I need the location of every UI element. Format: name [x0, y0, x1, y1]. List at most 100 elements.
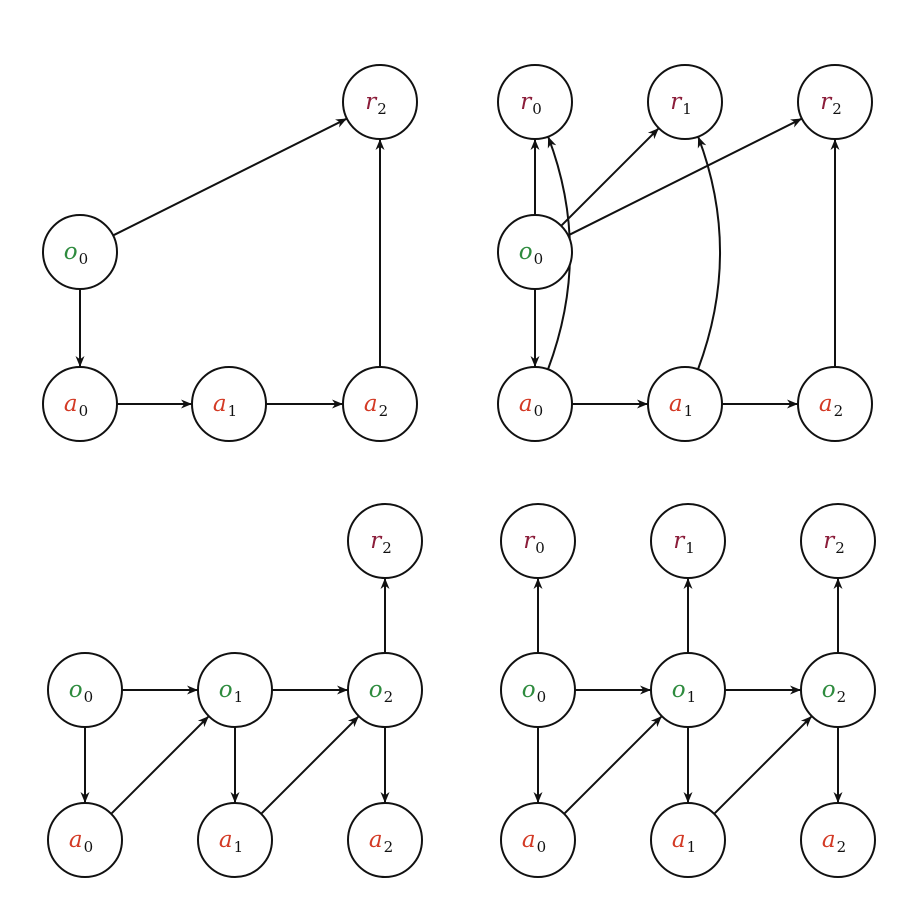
node-label-o0: o0 — [522, 677, 546, 706]
node-label-a1: a1 — [669, 391, 693, 420]
node-circle — [497, 366, 573, 442]
node-circle — [647, 64, 723, 140]
node-letter: o — [822, 677, 836, 703]
node-r2: r2 — [797, 64, 873, 140]
node-label-a1: a1 — [213, 391, 237, 420]
node-letter: a — [64, 391, 78, 417]
edge-a1-to-o2 — [713, 715, 813, 815]
node-circle — [342, 64, 418, 140]
edges — [80, 578, 390, 815]
node-o2: o2 — [800, 652, 876, 728]
node-circle — [42, 366, 118, 442]
node-letter: r — [365, 89, 378, 115]
node-o0: o0 — [42, 214, 118, 290]
node-label-o0: o0 — [64, 239, 88, 268]
node-circle — [342, 366, 418, 442]
node-circle — [800, 503, 876, 579]
node-r0: r0 — [497, 64, 573, 140]
edge-o0-to-r2 — [567, 117, 803, 237]
node-circle — [191, 366, 267, 442]
edges — [533, 578, 843, 815]
node-label-r1: r1 — [670, 89, 692, 118]
node-circle — [800, 802, 876, 878]
node-subscript: 0 — [532, 100, 542, 118]
edges — [530, 117, 840, 409]
node-letter: a — [364, 391, 378, 417]
node-letter: a — [69, 827, 83, 853]
node-a1: a1 — [197, 802, 273, 878]
node-a2: a2 — [347, 802, 423, 878]
node-letter: r — [820, 89, 833, 115]
node-letter: o — [522, 677, 536, 703]
node-circle — [42, 214, 118, 290]
node-subscript: 2 — [837, 838, 847, 856]
node-label-a1: a1 — [672, 827, 696, 856]
node-subscript: 2 — [837, 688, 847, 706]
node-r2: r2 — [800, 503, 876, 579]
node-subscript: 0 — [79, 250, 89, 268]
node-subscript: 0 — [84, 688, 94, 706]
node-circle — [647, 366, 723, 442]
node-subscript: 1 — [685, 539, 695, 557]
node-r2: r2 — [342, 64, 418, 140]
node-letter: r — [673, 528, 686, 554]
node-a1: a1 — [191, 366, 267, 442]
node-subscript: 2 — [835, 539, 845, 557]
node-o0: o0 — [47, 652, 123, 728]
node-letter: o — [369, 677, 383, 703]
node-subscript: 1 — [234, 688, 244, 706]
node-letter: r — [370, 528, 383, 554]
node-subscript: 0 — [79, 402, 89, 420]
node-letter: o — [69, 677, 83, 703]
node-r1: r1 — [650, 503, 726, 579]
node-circle — [197, 652, 273, 728]
node-letter: o — [519, 239, 533, 265]
node-label-r2: r2 — [823, 528, 845, 557]
node-a1: a1 — [650, 802, 726, 878]
node-subscript: 0 — [534, 250, 544, 268]
node-subscript: 1 — [228, 402, 238, 420]
node-subscript: 2 — [834, 402, 844, 420]
node-label-o2: o2 — [369, 677, 393, 706]
edge-a0-to-o1 — [110, 715, 210, 815]
node-label-a2: a2 — [369, 827, 393, 856]
node-subscript: 0 — [535, 539, 545, 557]
edge-o0-to-r2 — [112, 117, 348, 237]
node-o0: o0 — [500, 652, 576, 728]
node-subscript: 2 — [384, 688, 394, 706]
node-circle — [650, 652, 726, 728]
node-subscript: 1 — [684, 402, 694, 420]
node-label-o0: o0 — [69, 677, 93, 706]
node-o1: o1 — [650, 652, 726, 728]
node-label-a1: a1 — [219, 827, 243, 856]
node-letter: r — [520, 89, 533, 115]
node-a0: a0 — [497, 366, 573, 442]
node-letter: a — [519, 391, 533, 417]
node-circle — [797, 64, 873, 140]
node-r2: r2 — [347, 503, 423, 579]
node-o2: o2 — [347, 652, 423, 728]
node-label-r0: r0 — [520, 89, 542, 118]
node-a2: a2 — [797, 366, 873, 442]
node-circle — [500, 503, 576, 579]
node-a0: a0 — [42, 366, 118, 442]
node-circle — [500, 652, 576, 728]
node-subscript: 2 — [377, 100, 387, 118]
node-subscript: 1 — [687, 688, 697, 706]
node-subscript: 2 — [832, 100, 842, 118]
node-label-o1: o1 — [219, 677, 243, 706]
node-r0: r0 — [500, 503, 576, 579]
node-label-a0: a0 — [522, 827, 546, 856]
node-label-r0: r0 — [523, 528, 545, 557]
node-letter: r — [823, 528, 836, 554]
node-circle — [347, 503, 423, 579]
node-circle — [497, 214, 573, 290]
node-a2: a2 — [800, 802, 876, 878]
node-label-r1: r1 — [673, 528, 695, 557]
node-subscript: 0 — [534, 402, 544, 420]
node-letter: o — [64, 239, 78, 265]
